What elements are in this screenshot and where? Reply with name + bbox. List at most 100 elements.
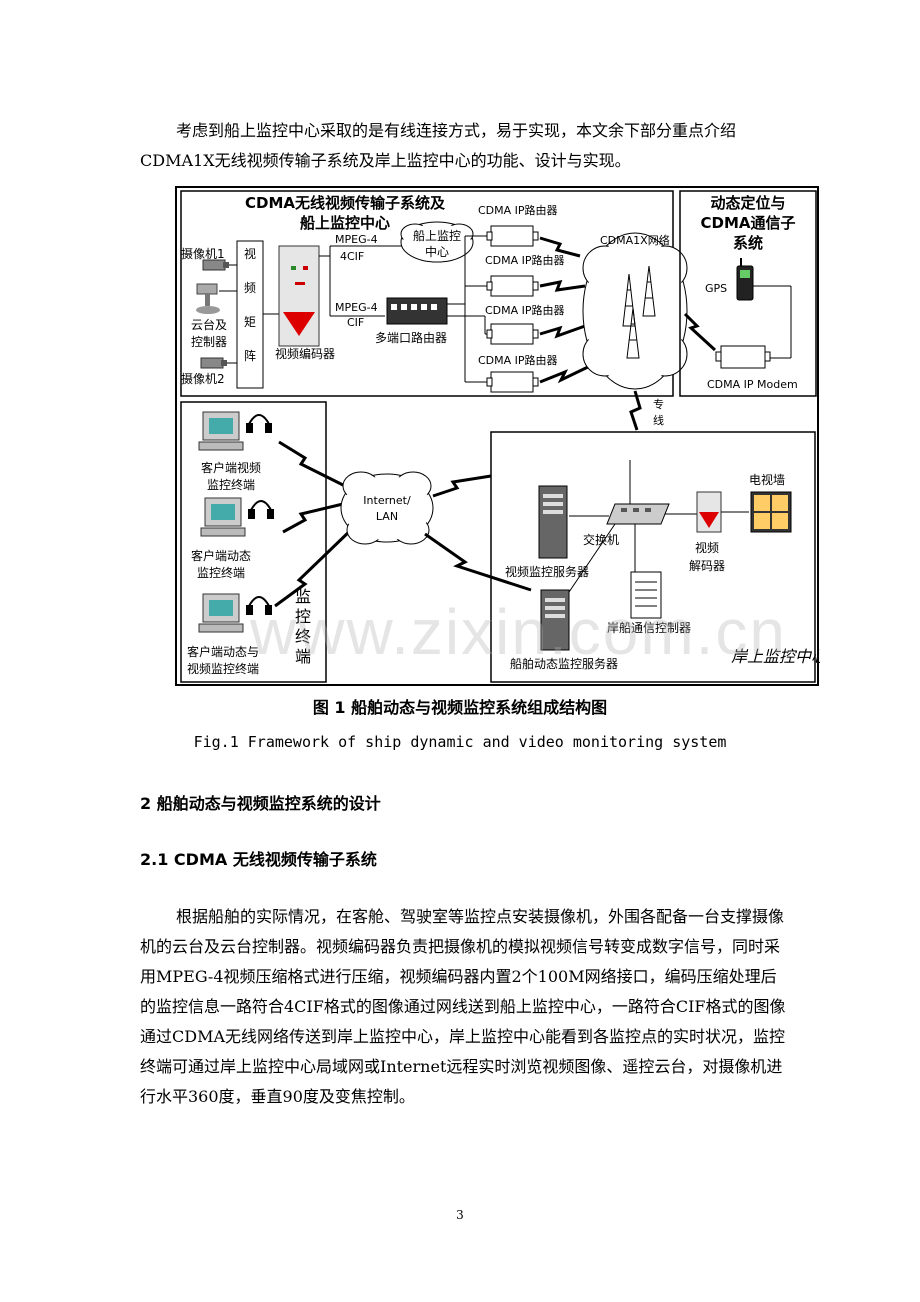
wireless-link-icon: [539, 364, 591, 384]
video-server-label: 视频监控服务器: [505, 564, 589, 579]
switch-label: 交换机: [583, 532, 619, 547]
wireless-link-icon: [539, 279, 586, 292]
gps-label: GPS: [705, 282, 727, 295]
intro-paragraph: 考虑到船上监控中心采取的是有线连接方式，易于实现，本文余下部分重点介绍CDMA1…: [140, 121, 737, 170]
page-number: 3: [456, 1208, 464, 1222]
client3-label-line1: 客户端动态与: [187, 644, 259, 659]
router3-label: CDMA IP路由器: [485, 303, 565, 317]
box-monitoring-terminals: [180, 401, 327, 683]
camera-icon: [202, 259, 229, 271]
box2-title-line3: 系统: [733, 234, 763, 252]
section-heading: 2 船舶动态与视频监控系统的设计: [140, 794, 381, 813]
terminal-title-char: 监: [295, 587, 311, 606]
box2-title-line2: CDMA通信子: [701, 214, 796, 232]
video-server-icon: [538, 485, 568, 559]
cdma-ip-router-icon: [486, 275, 539, 297]
cdma-network-label: CDMA1X网络: [600, 233, 670, 247]
comm-controller-icon: [630, 571, 662, 619]
switch-icon: [606, 503, 670, 525]
box1-title-line1: CDMA无线视频传输子系统及: [245, 194, 446, 212]
terminal-title-char: 端: [295, 647, 311, 666]
4cif-label: 4CIF: [340, 250, 364, 263]
video-matrix: [236, 240, 264, 389]
decoder-label-line1: 视频: [695, 540, 719, 555]
cdma-ip-router-icon: [486, 225, 539, 247]
ship-center-label-line2: 中心: [425, 244, 449, 259]
antenna-tower-icon: [622, 265, 656, 359]
figure-caption-cn: 图 1 船舶动态与视频监控系统组成结构图: [312, 698, 608, 717]
camera2-label: 摄像机2: [181, 371, 225, 386]
video-encoder-icon: [278, 245, 320, 347]
client2-label-line1: 客户端动态: [191, 548, 251, 563]
ptz-icon: [196, 283, 220, 314]
wireless-link-icon: [278, 440, 346, 488]
system-architecture-diagram: CDMA无线视频传输子系统及 船上监控中心 摄像机1 云台及 控制器 摄像机2 …: [175, 186, 820, 686]
matrix-char: 视: [244, 246, 256, 261]
client1-label-line2: 监控终端: [207, 477, 255, 492]
ship-center-label-line1: 船上监控: [413, 229, 461, 243]
ptz-label-line1: 云台及: [191, 317, 227, 332]
comm-controller-label: 岸船通信控制器: [607, 621, 691, 635]
box-shore-monitoring-center: [490, 431, 816, 683]
wireless-link-icon: [629, 390, 642, 431]
cdma-ip-modem-icon: [715, 345, 771, 369]
headset-icon: [248, 500, 274, 519]
internet-label-line1: Internet/: [363, 494, 411, 507]
dynamic-server-icon: [540, 589, 570, 651]
encoder-label: 视频编码器: [275, 346, 335, 361]
router2-label: CDMA IP路由器: [485, 253, 565, 267]
internet-label-line2: LAN: [376, 510, 398, 523]
wireless-link-icon: [424, 532, 532, 592]
subsection-heading: 2.1 CDMA 无线视频传输子系统: [140, 850, 377, 869]
ptz-label-line2: 控制器: [191, 335, 227, 349]
watermark: www.zixin.com.cn: [250, 596, 787, 668]
shore-center-label: 岸上监控中心: [731, 647, 820, 666]
matrix-char: 矩: [244, 315, 256, 329]
computer-icon: [198, 593, 244, 633]
mpeg4-top-label: MPEG-4: [335, 233, 378, 246]
cdma-ip-router-icon: [486, 323, 539, 345]
video-decoder-icon: [696, 491, 722, 533]
client1-label-line1: 客户端视频: [201, 460, 261, 475]
matrix-char: 频: [244, 281, 256, 295]
decoder-label-line2: 解码器: [689, 559, 725, 573]
body-paragraph: 根据船舶的实际情况，在客舱、驾驶室等监控点安装摄像机，外围各配备一台支撑摄像机的…: [140, 907, 786, 1106]
cif-label: CIF: [347, 316, 364, 329]
headset-icon: [246, 596, 272, 615]
camera-icon: [200, 357, 227, 369]
wireless-link-icon: [539, 236, 581, 258]
mpeg4-bottom-label: MPEG-4: [335, 301, 378, 314]
cdma-network-cloud: [582, 232, 688, 390]
computer-icon: [198, 411, 244, 451]
figure-caption-en: Fig.1 Framework of ship dynamic and vide…: [193, 733, 727, 751]
matrix-char: 阵: [244, 349, 256, 363]
client3-label-line2: 视频监控终端: [187, 661, 259, 676]
tv-wall-icon: [750, 491, 792, 533]
dynamic-server-label: 船舶动态监控服务器: [510, 656, 618, 671]
wireless-link-icon: [282, 502, 344, 534]
client2-label-line2: 监控终端: [197, 565, 245, 580]
dedicated-label-line1: 专: [653, 397, 664, 411]
multiport-router-icon: [386, 297, 448, 325]
gps-device-icon: [736, 258, 754, 301]
router4-label: CDMA IP路由器: [478, 353, 558, 367]
box2-title-line1: 动态定位与: [710, 194, 785, 212]
headset-icon: [246, 414, 272, 433]
router1-label: CDMA IP路由器: [478, 203, 558, 217]
wireless-link-icon: [539, 324, 586, 339]
wireless-link-icon: [683, 312, 717, 352]
wireless-link-icon: [274, 526, 355, 608]
multiport-router-label: 多端口路由器: [375, 330, 447, 345]
computer-icon: [200, 497, 246, 537]
ship-center-cloud: [400, 221, 474, 263]
internet-lan-cloud: [340, 471, 434, 545]
cdma-ip-router-icon: [486, 371, 539, 393]
terminal-title-char: 终: [295, 627, 311, 646]
box-positioning-subsystem: [679, 190, 817, 397]
modem-label: CDMA IP Modem: [707, 378, 798, 391]
box1-title-line2: 船上监控中心: [300, 214, 390, 232]
tv-wall-label: 电视墙: [749, 472, 785, 487]
wireless-link-icon: [432, 474, 492, 498]
terminal-title-char: 控: [295, 607, 311, 626]
camera1-label: 摄像机1: [181, 246, 225, 261]
